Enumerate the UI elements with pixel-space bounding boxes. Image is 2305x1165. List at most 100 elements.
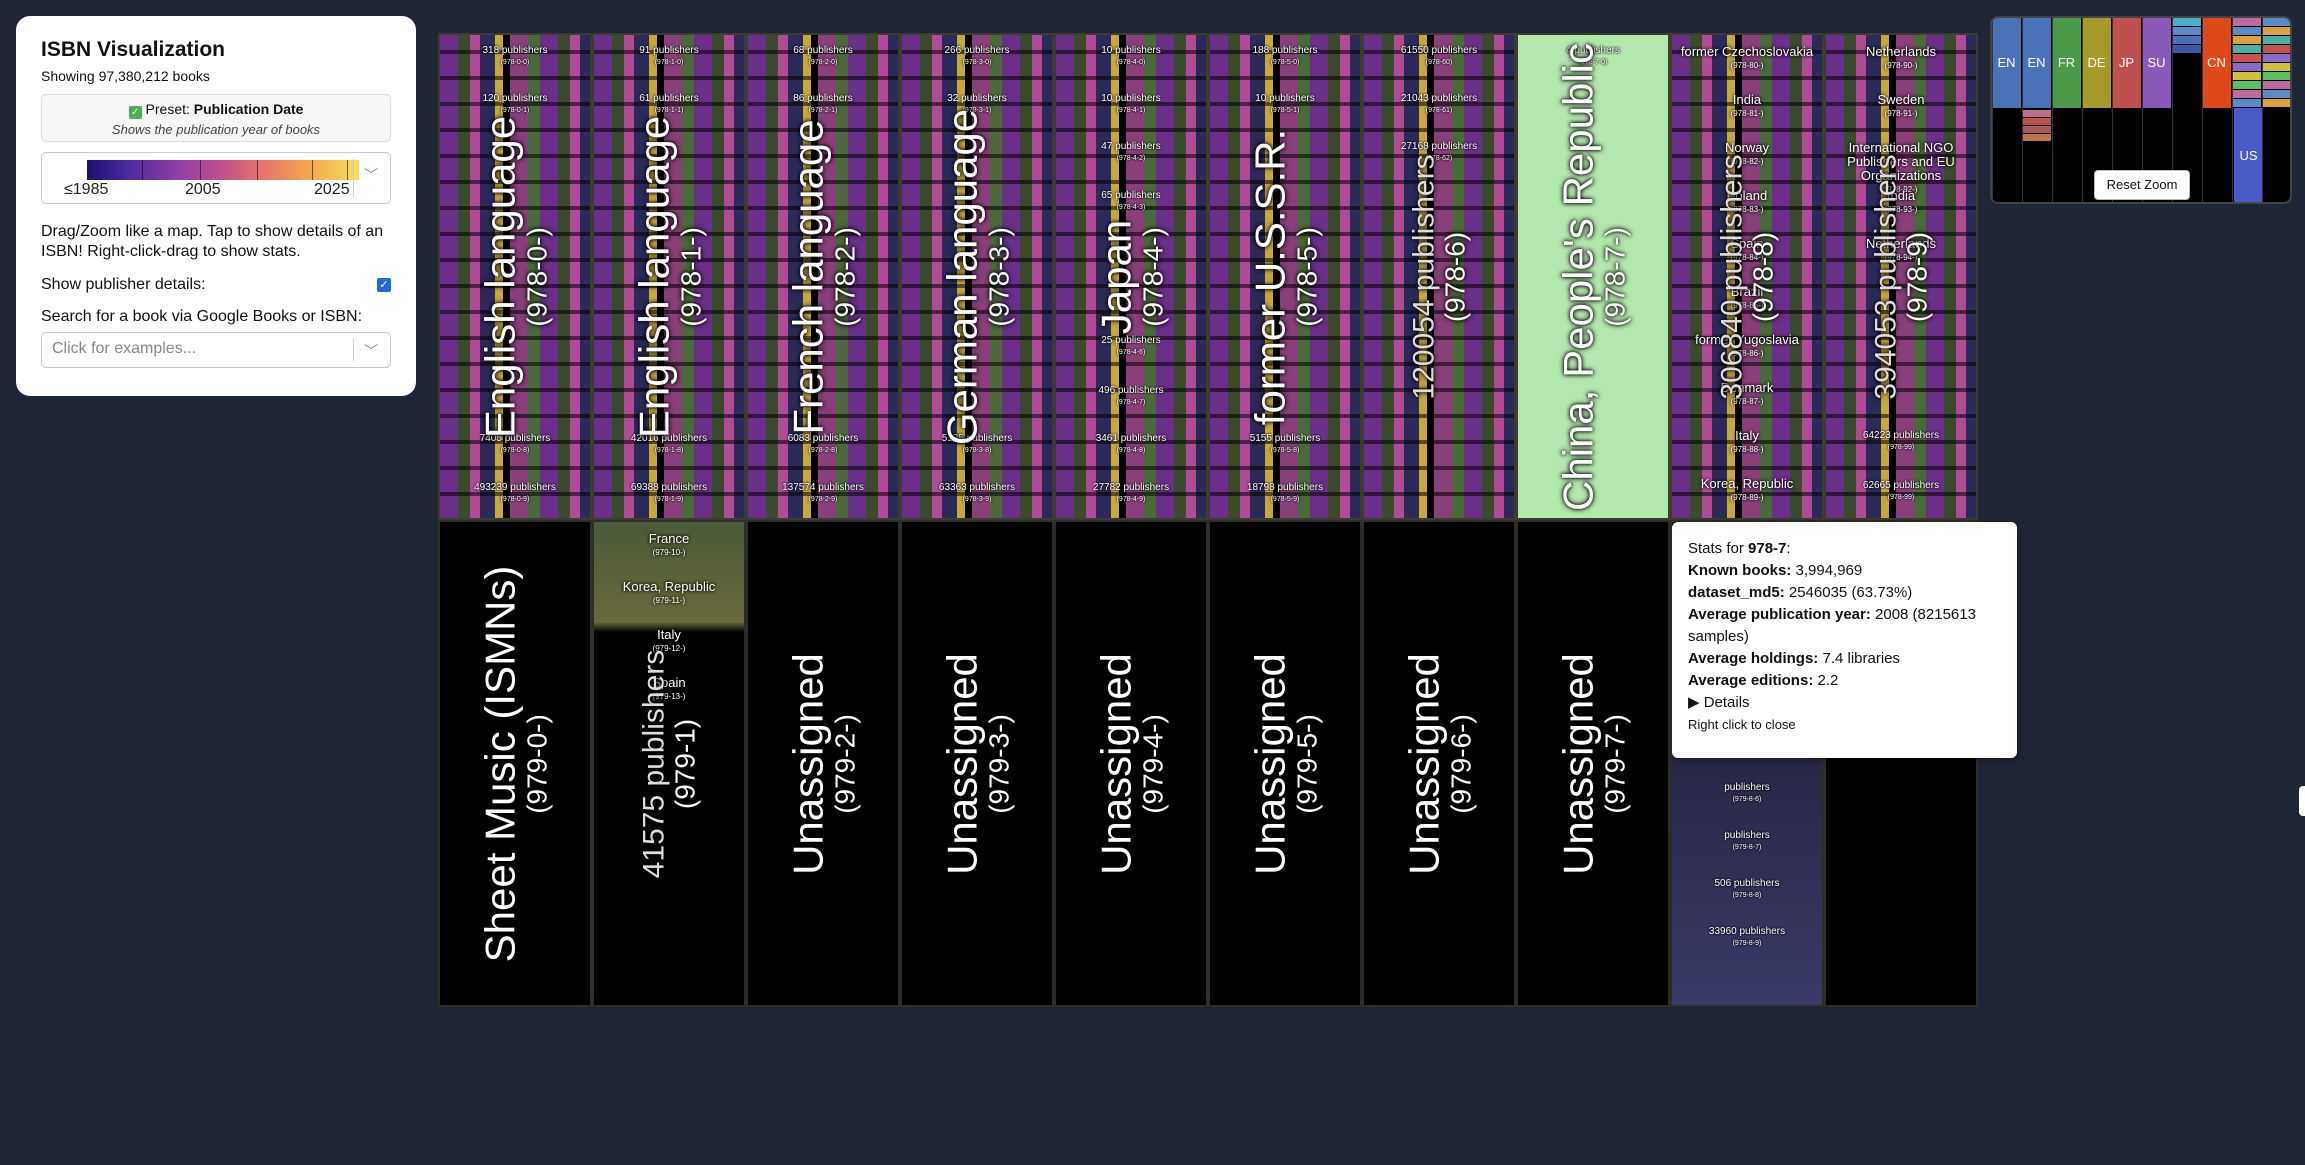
minimap-subregion[interactable]	[2232, 72, 2261, 80]
publisher-count-label: publishers(979-8-6)	[1672, 782, 1822, 806]
publisher-prefix-text: (978-4-1)	[1116, 107, 1146, 114]
isbn-cell[interactable]: Unassigned(979-3-)	[900, 520, 1054, 1007]
color-legend-select[interactable]: ≤1985 2005 2025 ﹀	[41, 152, 391, 204]
chevron-down-icon[interactable]: ﹀	[364, 167, 378, 183]
publisher-prefix-text: (978-4-9)	[1116, 496, 1146, 503]
minimap-region[interactable]: JP	[2112, 18, 2141, 108]
region-prefix: (979-10-)	[652, 548, 686, 557]
minimap-region[interactable]: FR	[2052, 18, 2081, 108]
publisher-count-text: 318 publishers	[482, 45, 548, 56]
isbn-cell[interactable]: Unassigned(979-4-)	[1054, 520, 1208, 1007]
isbn-cell[interactable]: Unassigned(979-7-)	[1516, 520, 1670, 1007]
minimap-subregion[interactable]	[2022, 110, 2051, 117]
isbn-cell[interactable]: 68 publishers(978-2-0)86 publishers(978-…	[746, 33, 900, 520]
minimap-subregion[interactable]	[2262, 63, 2290, 71]
isbn-cell[interactable]: 318 publishers(978-0-0)120 publishers(97…	[438, 33, 592, 520]
publisher-count-text: 137574 publishers	[782, 482, 864, 493]
side-handle[interactable]	[2299, 786, 2305, 816]
isbn-cell[interactable]: Unassigned(979-5-)	[1208, 520, 1362, 1007]
minimap-subregion[interactable]	[2262, 36, 2290, 44]
publisher-count-text: 4 publishers	[1566, 45, 1620, 56]
isbn-cell[interactable]: 91 publishers(978-1-0)61 publishers(978-…	[592, 33, 746, 520]
minimap-subregion[interactable]	[2262, 72, 2290, 80]
minimap-subregion[interactable]	[2172, 18, 2201, 26]
isbn-cell[interactable]: Unassigned(979-6-)	[1362, 520, 1516, 1007]
publisher-prefix-text: (978-99)	[1887, 444, 1915, 451]
minimap-subregion[interactable]	[2262, 81, 2290, 89]
region-label: Netherlands(978-90-)	[1826, 45, 1976, 73]
publisher-count-label: 137574 publishers(978-2-9)	[748, 482, 898, 506]
known-books-value: 3,994,969	[1795, 562, 1863, 579]
region-name: Poland	[1726, 188, 1768, 203]
minimap-subregion[interactable]	[2232, 45, 2261, 53]
minimap-subregion[interactable]	[2262, 99, 2290, 107]
minimap-subregion[interactable]	[2232, 63, 2261, 71]
group-prefix: (979-2-)	[829, 713, 861, 814]
isbn-cell[interactable]: 4 publishers(978-7-0)China, People's Rep…	[1516, 33, 1670, 520]
minimap-region[interactable]: SU	[2142, 18, 2171, 108]
group-label: 41575 publishers(979-1)	[638, 649, 701, 878]
minimap-region[interactable]: EN	[1992, 18, 2021, 108]
publisher-prefix-text: (978-99)	[1887, 494, 1915, 501]
isbn-cell[interactable]: 266 publishers(978-3-0)32 publishers(978…	[900, 33, 1054, 520]
chevron-down-icon[interactable]: ﹀	[364, 343, 378, 359]
minimap-subregion[interactable]	[2262, 90, 2290, 98]
isbn-cell[interactable]: 10 publishers(978-4-0)10 publishers(978-…	[1054, 33, 1208, 520]
preset-box[interactable]: ✓Preset: Publication Date Shows the publ…	[41, 94, 391, 142]
publisher-count-text: 3461 publishers	[1095, 433, 1167, 444]
publisher-count-label: 62665 publishers(978-99)	[1826, 480, 1976, 504]
minimap-subregion[interactable]	[2262, 18, 2290, 26]
isbn-cell[interactable]: 188 publishers(978-5-0)10 publishers(978…	[1208, 33, 1362, 520]
publisher-prefix-text: (978-1-8)	[654, 447, 684, 454]
minimap-gridline	[2202, 18, 2203, 202]
group-name: Unassigned	[1246, 652, 1294, 875]
legend-tick	[200, 160, 201, 180]
group-name: Unassigned	[1554, 652, 1602, 875]
publisher-details-checkbox[interactable]: ✓	[377, 278, 391, 292]
search-input[interactable]: Click for examples... ﹀	[41, 332, 391, 368]
minimap-subregion[interactable]	[2172, 36, 2201, 44]
minimap-subregion[interactable]	[2172, 45, 2201, 53]
isbn-cell[interactable]: 64223 publishers(978-99)62665 publishers…	[1824, 33, 1978, 520]
region-name: Italy	[657, 627, 681, 642]
isbn-cell[interactable]: Unassigned(979-2-)	[746, 520, 900, 1007]
region-prefix: (978-91-)	[1884, 109, 1918, 118]
minimap-subregion[interactable]	[2232, 54, 2261, 62]
minimap-subregion[interactable]	[2022, 134, 2051, 141]
reset-zoom-button[interactable]: Reset Zoom	[2094, 170, 2190, 200]
publisher-count-text: 68 publishers	[793, 45, 853, 56]
isbn-map[interactable]: 318 publishers(978-0-0)120 publishers(97…	[438, 33, 1978, 1007]
region-name: Spain	[1730, 236, 1764, 251]
publisher-count-text: 25 publishers	[1101, 335, 1161, 346]
minimap-subregion[interactable]	[2232, 36, 2261, 44]
minimap-subregion[interactable]	[2022, 118, 2051, 125]
minimap-subregion[interactable]	[2232, 99, 2261, 107]
minimap-subregion[interactable]	[2232, 81, 2261, 89]
minimap-region-us[interactable]: US	[2234, 108, 2263, 202]
publisher-count-label: 33960 publishers(979-8-9)	[1672, 926, 1822, 950]
minimap-subregion[interactable]	[2232, 90, 2261, 98]
isbn-cell[interactable]: Sheet Music (ISMNs)(979-0-)	[438, 520, 592, 1007]
region-label: Norway(978-82-)	[1672, 141, 1822, 169]
minimap-region[interactable]: CN	[2202, 18, 2231, 108]
minimap-subregion[interactable]	[2262, 27, 2290, 35]
minimap-subregion[interactable]	[2262, 45, 2290, 53]
isbn-cell[interactable]: former Czechoslovakia(978-80-)India(978-…	[1670, 33, 1824, 520]
minimap-subregion[interactable]	[2022, 126, 2051, 133]
publisher-count-text: 120 publishers	[482, 93, 548, 104]
minimap-subregion[interactable]	[2262, 54, 2290, 62]
publisher-count-label: 18798 publishers(978-5-9)	[1210, 482, 1360, 506]
isbn-cell[interactable]: 61550 publishers(978-60)21043 publishers…	[1362, 33, 1516, 520]
details-toggle[interactable]: ▶ Details	[1688, 694, 1750, 711]
minimap-subregion[interactable]	[2232, 27, 2261, 35]
isbn-cell[interactable]: France(979-10-)Korea, Republic(979-11-)I…	[592, 520, 746, 1007]
minimap-region[interactable]: EN	[2022, 18, 2051, 108]
publisher-prefix-text: (978-7-0)	[1578, 59, 1608, 66]
publisher-count-text: 493239 publishers	[474, 482, 556, 493]
publisher-count-text: 506 publishers	[1714, 878, 1780, 889]
minimap-subregion[interactable]	[2232, 18, 2261, 26]
minimap-subregion[interactable]	[2172, 27, 2201, 35]
publisher-count-text: 61550 publishers	[1400, 45, 1478, 56]
minimap-region[interactable]: DE	[2082, 18, 2111, 108]
